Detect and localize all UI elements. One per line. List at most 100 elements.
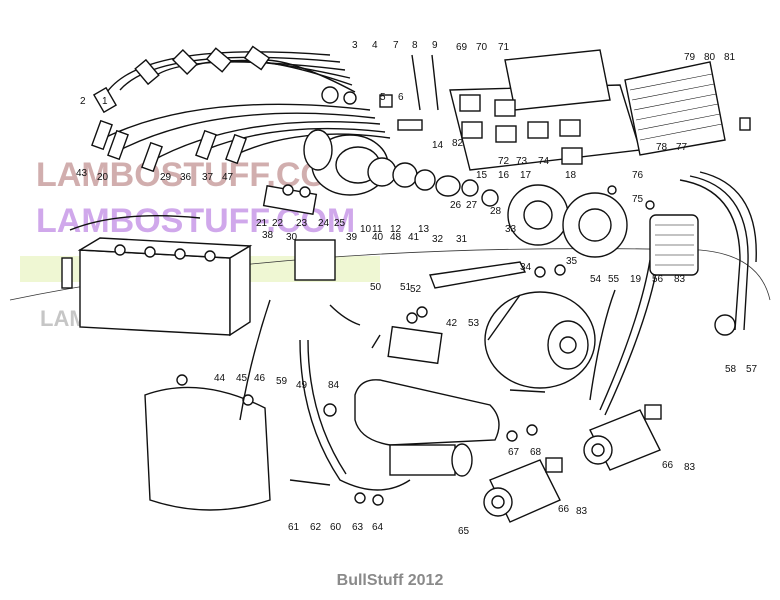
callout-69: 69 (456, 42, 468, 53)
callout-45: 45 (236, 373, 248, 384)
callout-52: 52 (410, 284, 422, 295)
callout-25: 25 (334, 218, 346, 229)
callout-39: 39 (346, 232, 358, 243)
callout-43: 43 (76, 168, 88, 179)
callout-32: 32 (432, 234, 444, 245)
bracket (387, 261, 527, 365)
callout-33: 33 (505, 224, 517, 235)
callout-42: 42 (446, 318, 458, 329)
callout-26: 26 (450, 200, 462, 211)
callout-9: 9 (432, 40, 438, 51)
callout-34: 34 (520, 262, 532, 273)
callout-83: 83 (684, 462, 696, 473)
callout-8: 8 (412, 40, 418, 51)
alternator-front (461, 179, 699, 276)
callout-53: 53 (468, 318, 480, 329)
cables-lower (239, 299, 411, 491)
callout-57: 57 (746, 364, 758, 375)
callout-37: 37 (202, 172, 214, 183)
callout-84: 84 (328, 380, 340, 391)
callout-56: 56 (652, 274, 664, 285)
callout-19: 19 (630, 274, 642, 285)
callout-20: 20 (97, 172, 109, 183)
alternator-body (484, 291, 596, 393)
callout-40: 40 (372, 232, 384, 243)
callout-77: 77 (676, 142, 688, 153)
callout-54: 54 (590, 274, 602, 285)
fan-housing (624, 61, 751, 156)
callout-66: 66 (662, 460, 674, 471)
callout-21: 21 (256, 218, 268, 229)
ignition-switch-left (483, 457, 563, 523)
callout-74: 74 (538, 156, 550, 167)
callout-10: 10 (360, 224, 372, 235)
callout-60: 60 (330, 522, 342, 533)
callout-46: 46 (254, 373, 266, 384)
battery-cover (144, 374, 271, 511)
callout-50: 50 (370, 282, 382, 293)
callout-65: 65 (458, 526, 470, 537)
callout-55: 55 (608, 274, 620, 285)
small-hardware (329, 185, 655, 506)
callout-23: 23 (296, 218, 308, 229)
callout-14: 14 (432, 140, 444, 151)
callout-47: 47 (222, 172, 234, 183)
callout-76: 76 (632, 170, 644, 181)
callout-1: 1 (102, 96, 108, 107)
callout-83: 83 (674, 274, 686, 285)
callout-24: 24 (318, 218, 330, 229)
callout-71: 71 (498, 42, 510, 53)
callout-78: 78 (656, 142, 668, 153)
callout-73: 73 (516, 156, 528, 167)
callout-82: 82 (452, 138, 464, 149)
coil-relays (262, 184, 336, 281)
callout-31: 31 (456, 234, 468, 245)
callout-11: 11 (372, 224, 383, 235)
ignition-leads-lower (91, 103, 391, 173)
footer-credit: BullStuff 2012 (336, 572, 444, 589)
callout-35: 35 (566, 256, 578, 267)
callout-48: 48 (390, 232, 402, 243)
callout-80: 80 (704, 52, 716, 63)
callout-83: 83 (576, 506, 588, 517)
callout-22: 22 (272, 218, 284, 229)
callout-27: 27 (466, 200, 478, 211)
callout-36: 36 (180, 172, 192, 183)
callout-61: 61 (288, 522, 300, 533)
fuse-box (449, 49, 641, 171)
callout-72: 72 (498, 156, 510, 167)
callout-38: 38 (262, 230, 274, 241)
callout-13: 13 (418, 224, 430, 235)
callout-44: 44 (214, 373, 226, 384)
callout-16: 16 (498, 170, 510, 181)
callout-62: 62 (310, 522, 322, 533)
callout-7: 7 (393, 40, 399, 51)
callout-6: 6 (398, 92, 404, 103)
callout-67: 67 (508, 447, 520, 458)
callout-41: 41 (408, 232, 420, 243)
callout-28: 28 (490, 206, 502, 217)
starter-motor (323, 379, 500, 477)
callout-75: 75 (632, 194, 644, 205)
callout-58: 58 (725, 364, 737, 375)
callout-2: 2 (80, 96, 86, 107)
callout-3: 3 (352, 40, 358, 51)
callout-63: 63 (352, 522, 364, 533)
callout-30: 30 (286, 232, 298, 243)
callout-29: 29 (160, 172, 172, 183)
callout-12: 12 (390, 224, 402, 235)
distributor-assembly (303, 54, 461, 197)
callout-5: 5 (380, 92, 386, 103)
callout-66: 66 (558, 504, 570, 515)
callout-79: 79 (684, 52, 696, 63)
callout-64: 64 (372, 522, 384, 533)
callout-15: 15 (476, 170, 488, 181)
battery (61, 215, 253, 337)
ignition-leads-upper (92, 45, 356, 114)
loom-right (589, 171, 757, 416)
callout-18: 18 (565, 170, 577, 181)
callout-70: 70 (476, 42, 488, 53)
callout-59: 59 (276, 376, 288, 387)
